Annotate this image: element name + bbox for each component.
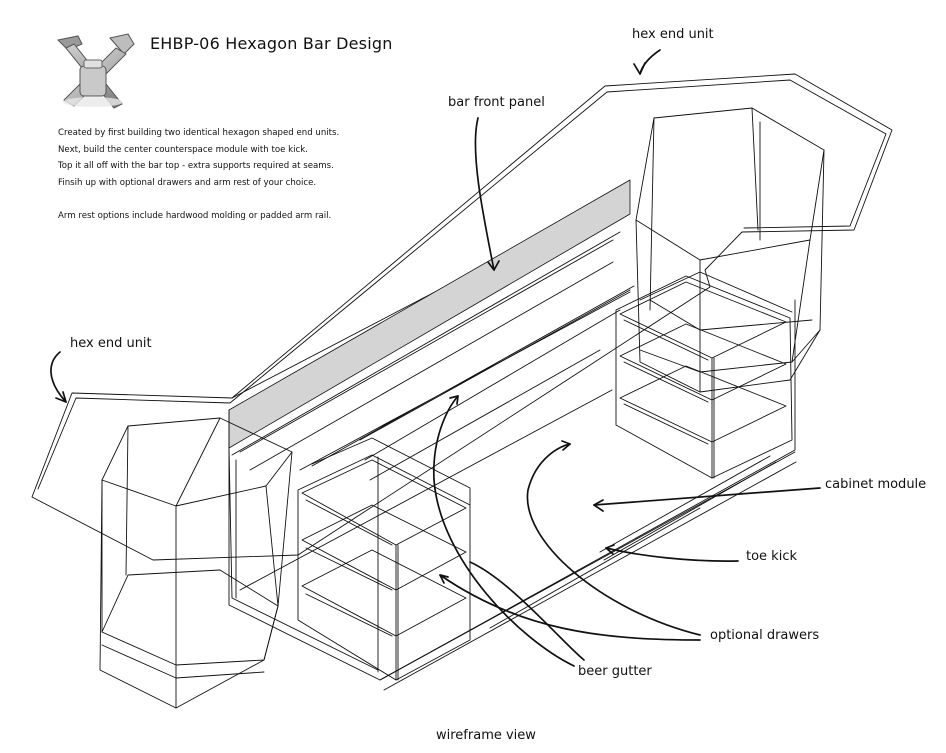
label-hex-end-unit-left: hex end unit: [70, 336, 152, 351]
center-module: [228, 231, 797, 691]
description-line: Finsih up with optional drawers and arm …: [58, 177, 317, 188]
label-hex-end-unit-top: hex end unit: [632, 27, 714, 42]
description-line: Arm rest options include hardwood moldin…: [58, 211, 332, 222]
label-optional-drawers: optional drawers: [710, 628, 820, 643]
optional-drawers-right: [615, 271, 793, 479]
diagram-title: EHBP-06 Hexagon Bar Design: [150, 34, 393, 53]
annotation-arrows: [50, 49, 821, 667]
label-beer-gutter: beer gutter: [578, 664, 652, 679]
description-line: Next, build the center counterspace modu…: [58, 144, 308, 155]
description-line: Top it all off with the bar top - extra …: [58, 161, 334, 172]
bar-top: [31, 73, 893, 561]
description-line: Created by first building two identical …: [58, 128, 340, 138]
label-cabinet-module: cabinet module: [825, 477, 927, 492]
tools-logo-icon: [56, 33, 135, 109]
label-bar-front-panel: bar front panel: [448, 95, 545, 110]
caption-wireframe-view: wireframe view: [436, 728, 536, 743]
optional-drawers-left: [297, 437, 471, 681]
label-toe-kick: toe kick: [746, 549, 797, 564]
hex-end-unit-left: [99, 417, 293, 709]
bar-front-panel: [228, 179, 631, 449]
description-block: Created by first building two identical …: [58, 125, 438, 225]
